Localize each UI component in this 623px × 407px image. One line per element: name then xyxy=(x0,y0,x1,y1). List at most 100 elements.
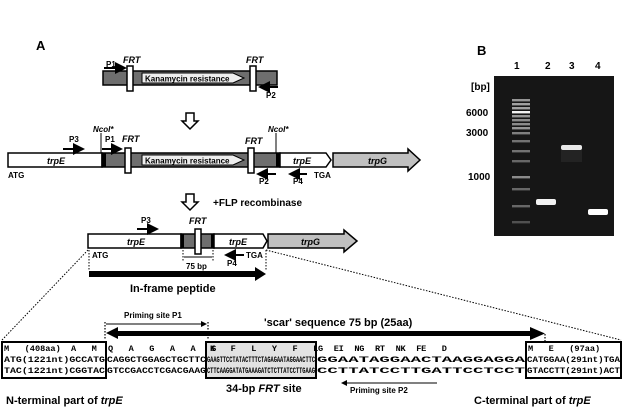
lane-4-label: 4 xyxy=(595,61,601,72)
frt-top-strand: GAAGTTCCTATACTTTCTAGAGAATAGGAACTTC xyxy=(207,355,315,365)
ladder-band xyxy=(512,99,530,102)
trpE-right-gene xyxy=(279,152,332,168)
in-frame-peptide-arrow xyxy=(89,267,266,281)
primer-p3-label: P3 xyxy=(69,135,79,144)
trpE-left-label: trpE xyxy=(47,156,66,166)
lane-2-label: 2 xyxy=(545,61,551,72)
sequence-detail: Priming site P1 'scar' sequence 75 bp (2… xyxy=(1,311,622,407)
primer-p4-label: P4 xyxy=(227,259,237,268)
ladder-band xyxy=(512,188,530,191)
trpG-label: trpG xyxy=(301,237,320,247)
zoom-guide-right xyxy=(265,249,622,341)
kan-label: Kanamycin resistance xyxy=(145,157,230,166)
ladder-lane xyxy=(512,99,530,224)
lane-2-band xyxy=(536,199,556,205)
primer-p1-label: P1 xyxy=(105,135,115,144)
ladder-band xyxy=(512,123,530,126)
down-arrow-icon xyxy=(180,193,200,212)
junction-right xyxy=(276,153,280,167)
frt-site-caption: 34-bp FRT site xyxy=(226,383,302,395)
lane-3-label: 3 xyxy=(569,61,575,72)
junction-left xyxy=(102,153,106,167)
lane-1-label: 1 xyxy=(514,61,520,72)
primer-p2-label: P2 xyxy=(259,177,269,186)
lane-3-smear xyxy=(561,150,582,162)
tga-label: TGA xyxy=(246,251,263,260)
frt-label: FRT xyxy=(189,216,208,226)
in-frame-peptide-label: In-frame peptide xyxy=(130,283,216,295)
c-term-top-strand: CATGGAA(291nt)TGA xyxy=(527,355,621,365)
ladder-band xyxy=(512,119,530,122)
trpG-gene xyxy=(267,228,359,254)
primer-p4-label: P4 xyxy=(293,177,303,186)
frt-site-right xyxy=(247,147,255,174)
priming-site-p2-label: Priming site P2 xyxy=(350,386,408,395)
trpE-right-label: trpE xyxy=(229,237,248,247)
n-term-aa: M (408aa) A M xyxy=(4,344,97,354)
n-term-top-strand: ATG(1221nt)GCCATG xyxy=(4,355,105,365)
trpG-gene xyxy=(332,147,422,173)
frt-site-left xyxy=(126,65,134,92)
panel-b-label: B xyxy=(477,43,486,58)
atg-label: ATG xyxy=(92,251,108,260)
marker-1000-label: 1000 xyxy=(468,172,491,183)
ladder-band xyxy=(512,127,530,130)
atg-label: ATG xyxy=(8,171,24,180)
kan-gene-arrow xyxy=(141,154,246,166)
frt-site xyxy=(194,228,202,255)
frt-label-left: FRT xyxy=(122,134,141,144)
trpE-left-label: trpE xyxy=(127,237,146,247)
scar-arrow-right xyxy=(232,327,545,340)
junction-left xyxy=(181,234,184,248)
scar-sequence-label: 'scar' sequence 75 bp (25aa) xyxy=(264,317,413,329)
n-terminal-box xyxy=(1,341,107,379)
c-term-bottom-strand: GTACCTT(291nt)ACT xyxy=(527,366,620,376)
p2-aa: G I G T K E D xyxy=(318,344,447,354)
c-term-aa: M E (97aa) xyxy=(528,344,600,354)
frt-site-right xyxy=(249,65,257,92)
kan-cassette: Kanamycin resistance FRT FRT P1 P2 xyxy=(102,55,278,100)
trpG-label: trpG xyxy=(368,156,387,166)
kan-gene-arrow xyxy=(141,72,246,84)
frt-label-left: FRT xyxy=(123,55,142,65)
excised-construct: trpE FRT trpE trpG P3 ATG 75 bp P4 TGA I… xyxy=(1,216,622,341)
ladder-band xyxy=(512,160,530,163)
c-terminal-caption: C-terminal part of trpE xyxy=(474,395,591,407)
ladder-band xyxy=(512,176,530,179)
ladder-band xyxy=(512,132,530,135)
n-term-bottom-strand: TAC(1221nt)CGGTAC xyxy=(4,366,105,376)
down-arrow-icon xyxy=(180,112,200,131)
ncoi-label-right: NcoI* xyxy=(268,125,289,134)
p1-bottom-strand: GTCCGACCTCGACGAAG xyxy=(107,366,206,376)
ladder-band xyxy=(512,221,530,224)
ladder-band xyxy=(512,150,530,153)
ladder-band xyxy=(512,111,530,114)
scar-length-label: 75 bp xyxy=(186,262,207,271)
marker-3000-label: 3000 xyxy=(466,128,489,139)
trpE-right-label: trpE xyxy=(293,156,312,166)
ladder-band xyxy=(512,205,530,208)
ladder-band xyxy=(512,115,530,118)
primer-p3-label: P3 xyxy=(141,216,151,225)
junction-right xyxy=(211,234,214,248)
marker-6000-label: 6000 xyxy=(466,108,489,119)
n-terminal-caption: N-terminal part of trpE xyxy=(6,395,123,407)
kan-label: Kanamycin resistance xyxy=(145,75,230,84)
insertion-construct: trpE Kanamycin resistance trpE trpG NcoI… xyxy=(7,125,422,186)
panel-b-gel: B 1 2 3 4 [bp] 6000 3000 1000 xyxy=(466,43,614,236)
flp-recombinase-label: +FLP recombinase xyxy=(213,198,302,209)
frt-bottom-strand: CTTCAAGGATATGAAAGATCTCTTATCCTTGAAG xyxy=(207,366,315,376)
scar-arrow-left xyxy=(106,327,232,339)
lane-3-band xyxy=(561,145,582,150)
ncoi-label-left: NcoI* xyxy=(93,125,114,134)
p2-bottom-strand: CCTTATCCTTGATTCCTCCT xyxy=(317,366,525,376)
ladder-band xyxy=(512,103,530,106)
c-terminal-box xyxy=(525,341,622,379)
primer-p2-label: P2 xyxy=(266,91,276,100)
panel-a-label: A xyxy=(36,38,46,53)
ladder-band xyxy=(512,140,530,143)
frt-label-right: FRT xyxy=(246,55,265,65)
ladder-band xyxy=(512,107,530,110)
bp-unit-label: [bp] xyxy=(471,82,490,93)
